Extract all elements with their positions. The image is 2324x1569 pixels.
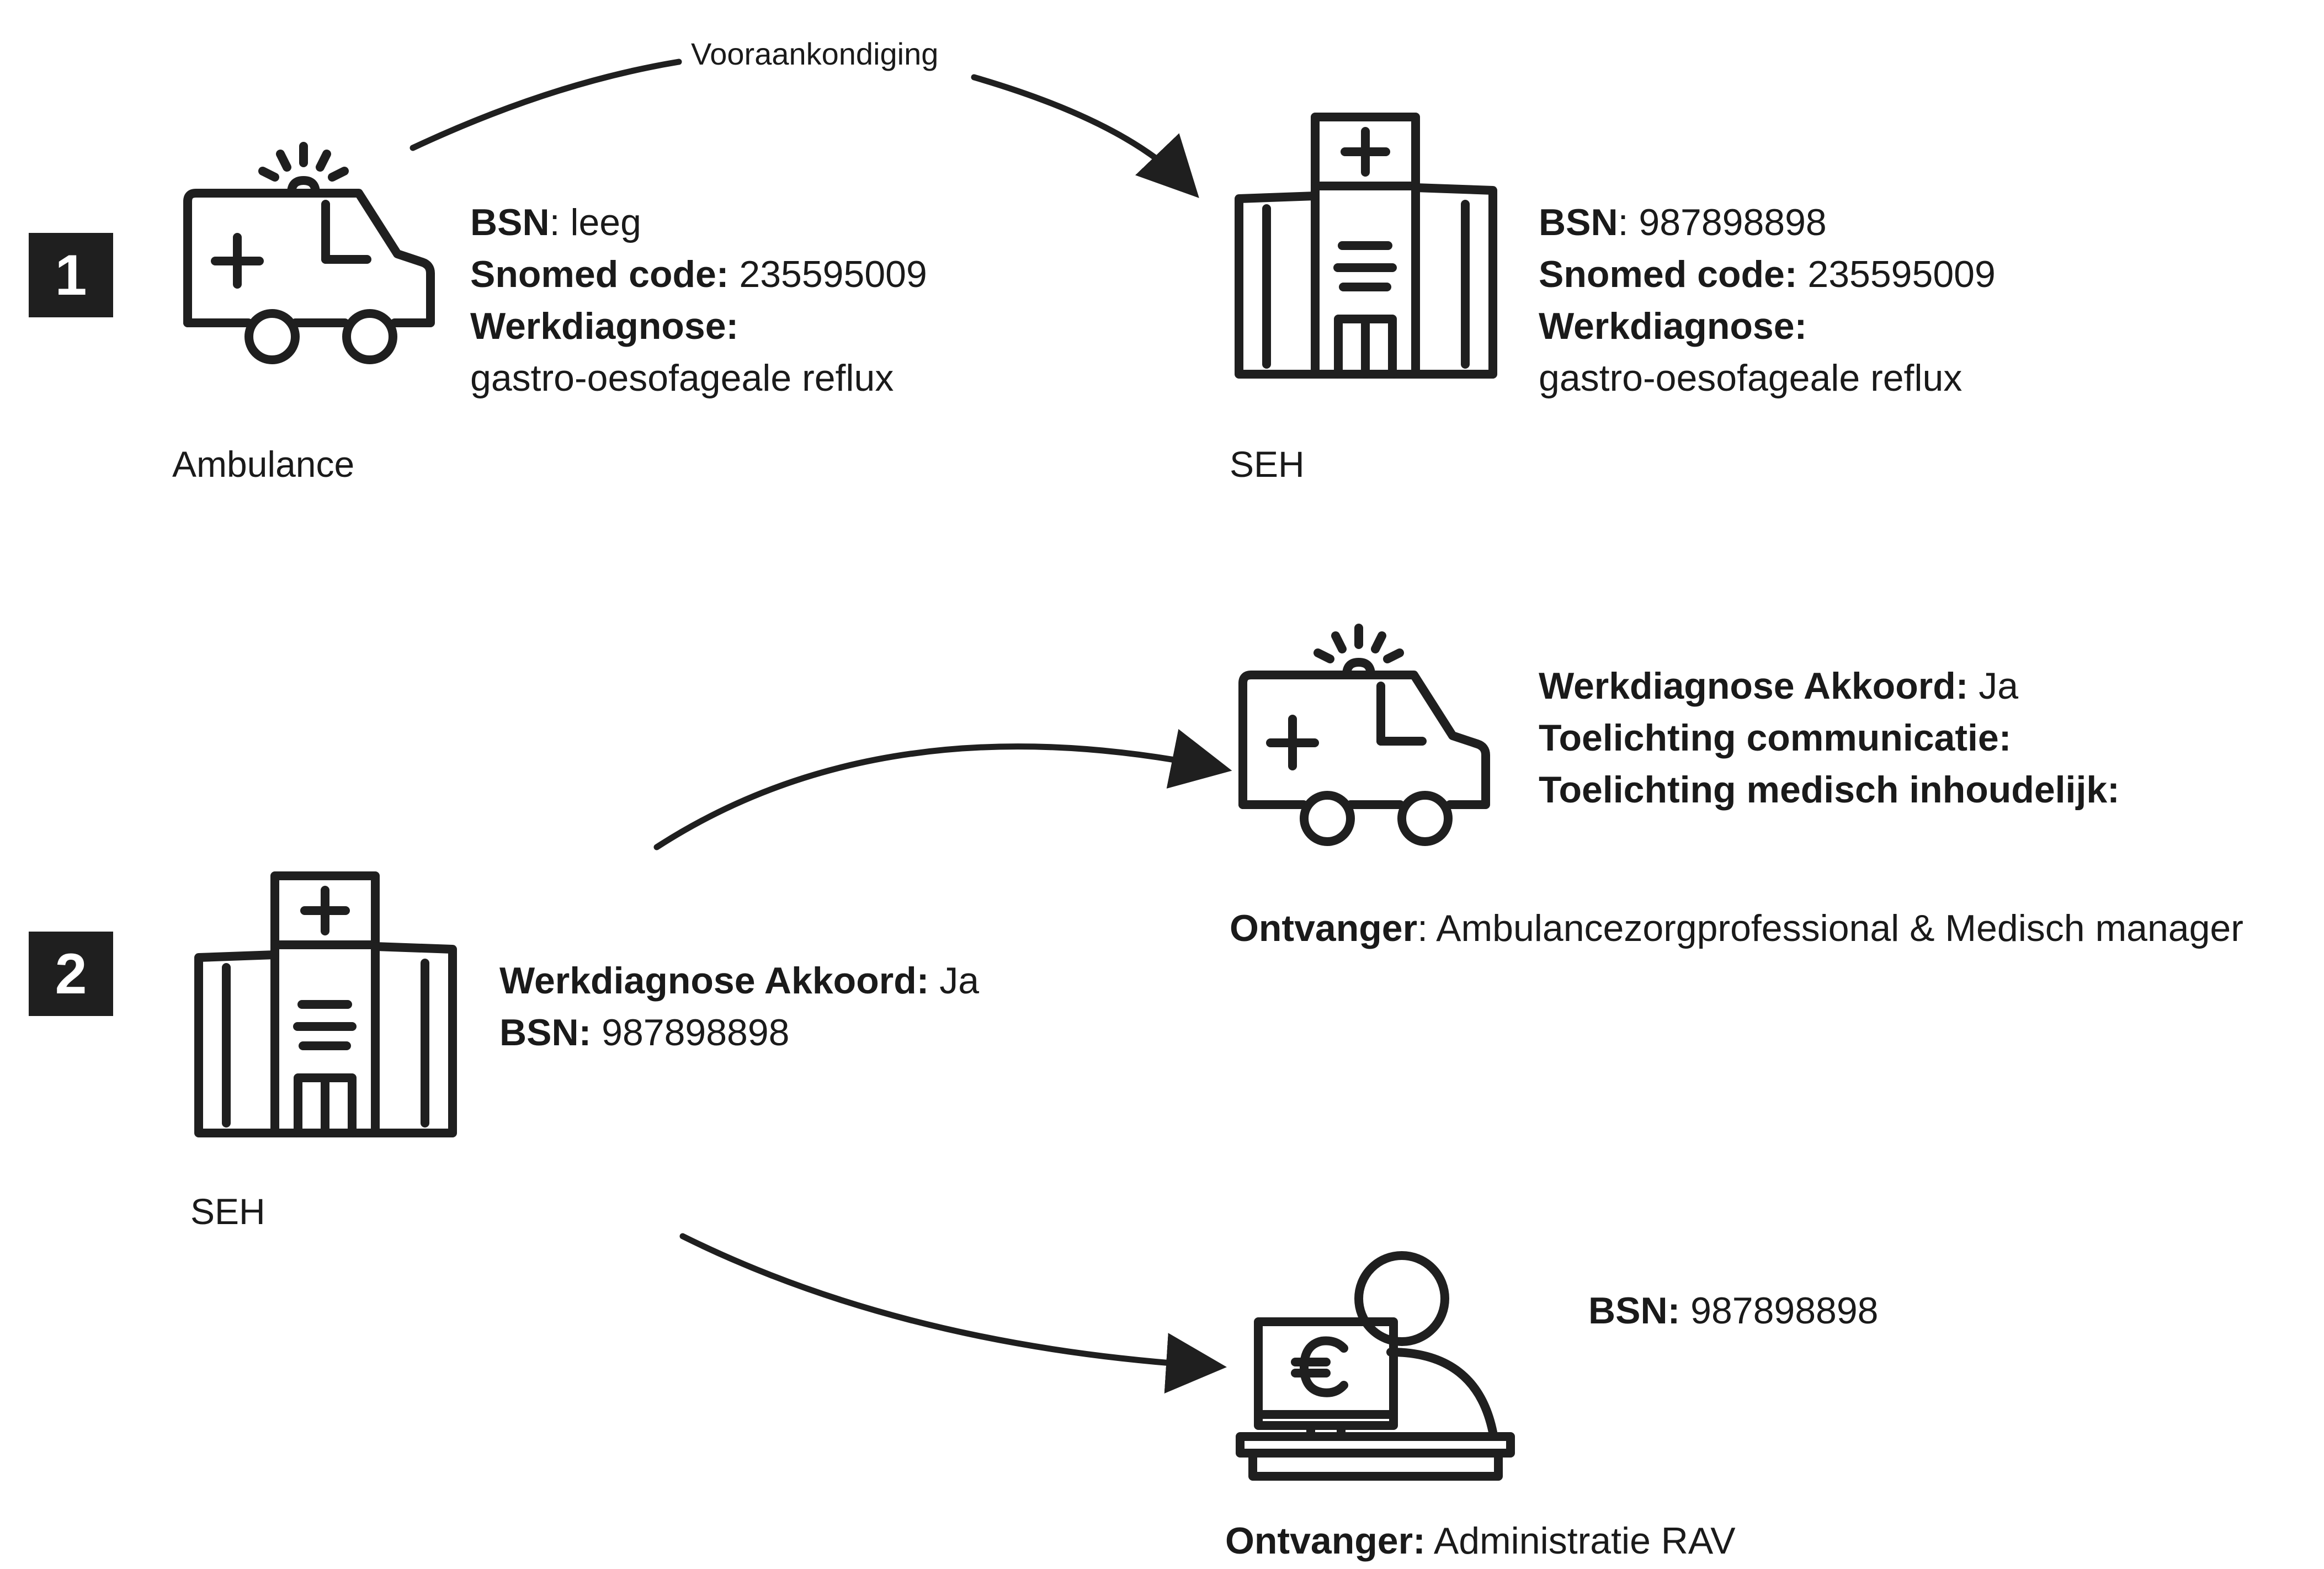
recipient-administration: Ontvanger: Administratie RAV	[1225, 1520, 1736, 1562]
info-row-werkdiagnose-akkoord: Werkdiagnose Akkoord: Ja	[1539, 665, 2019, 707]
info-row-bsn: BSN: leeg	[470, 201, 641, 243]
ambulance-label: Ambulance	[172, 444, 355, 485]
administration-info-panel: BSN: 987898898	[1588, 1285, 1879, 1337]
seh-label-step1: SEH	[1230, 444, 1305, 485]
arrow-vooraankondiging	[410, 58, 682, 151]
hospital-icon	[194, 871, 457, 1137]
info-row-bsn: BSN: 987898898	[1588, 1290, 1879, 1332]
info-row-werkdiagnose: Werkdiagnose:	[470, 305, 739, 347]
info-row-bsn: BSN: 987898898	[1539, 201, 1827, 243]
arrow-vooraankondiging-head	[971, 74, 1199, 198]
seh-info-panel-step2: Werkdiagnose Akkoord: Ja BSN: 987898898	[499, 955, 979, 1059]
seh-label-step2: SEH	[190, 1191, 265, 1232]
info-row-toelichting-medisch: Toelichting medisch inhoudelijk:	[1539, 769, 2120, 811]
info-row-toelichting-communicatie: Toelichting communicatie:	[1539, 717, 2012, 759]
ambulance-icon	[183, 142, 435, 364]
seh-info-panel-step1: BSN: 987898898 Snomed code: 235595009 We…	[1539, 196, 1996, 404]
info-row-diagnose-value: gastro-oesofageale reflux	[470, 357, 894, 399]
info-row-snomed: Snomed code: 235595009	[470, 253, 927, 295]
arrow-label-vooraankondiging: Vooraankondiging	[684, 39, 945, 70]
info-row-snomed: Snomed code: 235595009	[1539, 253, 1996, 295]
recipient-ambulance: Ontvanger: Ambulancezorgprofessional & M…	[1230, 907, 2243, 949]
info-row-bsn: BSN: 987898898	[499, 1012, 790, 1054]
hospital-icon	[1235, 113, 1497, 379]
arrow-seh-to-ambulance	[653, 728, 1232, 850]
step-number-1: 1	[29, 233, 113, 317]
ambulance-icon	[1238, 624, 1490, 846]
ambulance-info-panel-step2: Werkdiagnose Akkoord: Ja Toelichting com…	[1539, 660, 2120, 816]
administration-euro-icon	[1236, 1251, 1515, 1481]
ambulance-info-panel: BSN: leeg Snomed code: 235595009 Werkdia…	[470, 196, 927, 404]
info-row-werkdiagnose-akkoord: Werkdiagnose Akkoord: Ja	[499, 960, 980, 1002]
step-number-2: 2	[29, 932, 113, 1016]
info-row-werkdiagnose: Werkdiagnose:	[1539, 305, 1807, 347]
info-row-diagnose-value: gastro-oesofageale reflux	[1539, 357, 1963, 399]
arrow-seh-to-administration	[679, 1233, 1227, 1394]
